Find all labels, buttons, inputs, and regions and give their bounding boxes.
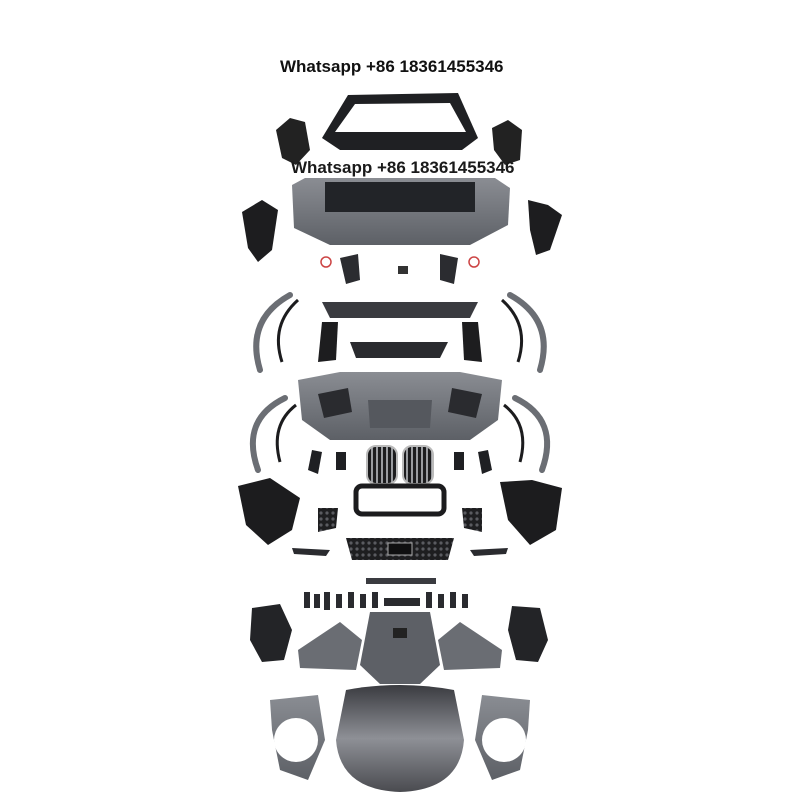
rear-bumper-frame [322, 93, 478, 150]
wheel-liner-right [508, 606, 548, 662]
center-lower-grille [346, 538, 454, 560]
rear-bumper-cover [292, 178, 510, 245]
fender-flare-trim [275, 298, 525, 463]
front-lip-diffuser [322, 302, 478, 358]
rear-side-bracket-left [242, 200, 278, 262]
grille-frame [353, 483, 447, 517]
mesh-inserts [318, 508, 482, 532]
rear-side-bracket-right [528, 200, 562, 255]
front-bumper-bracket-right [500, 480, 562, 545]
small-clips-row [304, 592, 468, 610]
trim-strips [292, 548, 508, 584]
front-bumper-bracket-left [238, 478, 300, 545]
exhaust-tips [320, 254, 480, 284]
hood [336, 685, 464, 792]
rear-bumper-bracket-right [492, 120, 522, 165]
rear-bumper-bracket-left [276, 118, 310, 165]
front-bumper-cover [298, 372, 502, 440]
small-vents [308, 450, 492, 474]
wheel-liner-left [250, 604, 292, 662]
front-fender-right [475, 695, 530, 780]
fender-flares [249, 292, 551, 473]
skid-plates [298, 612, 502, 684]
watermark-top: Whatsapp +86 18361455346 [280, 57, 504, 76]
watermark-overlay: Whatsapp +86 18361455346 [291, 158, 515, 177]
bumper-brackets-mid [318, 322, 482, 362]
kidney-grille [366, 445, 434, 485]
front-fender-left [270, 695, 325, 780]
